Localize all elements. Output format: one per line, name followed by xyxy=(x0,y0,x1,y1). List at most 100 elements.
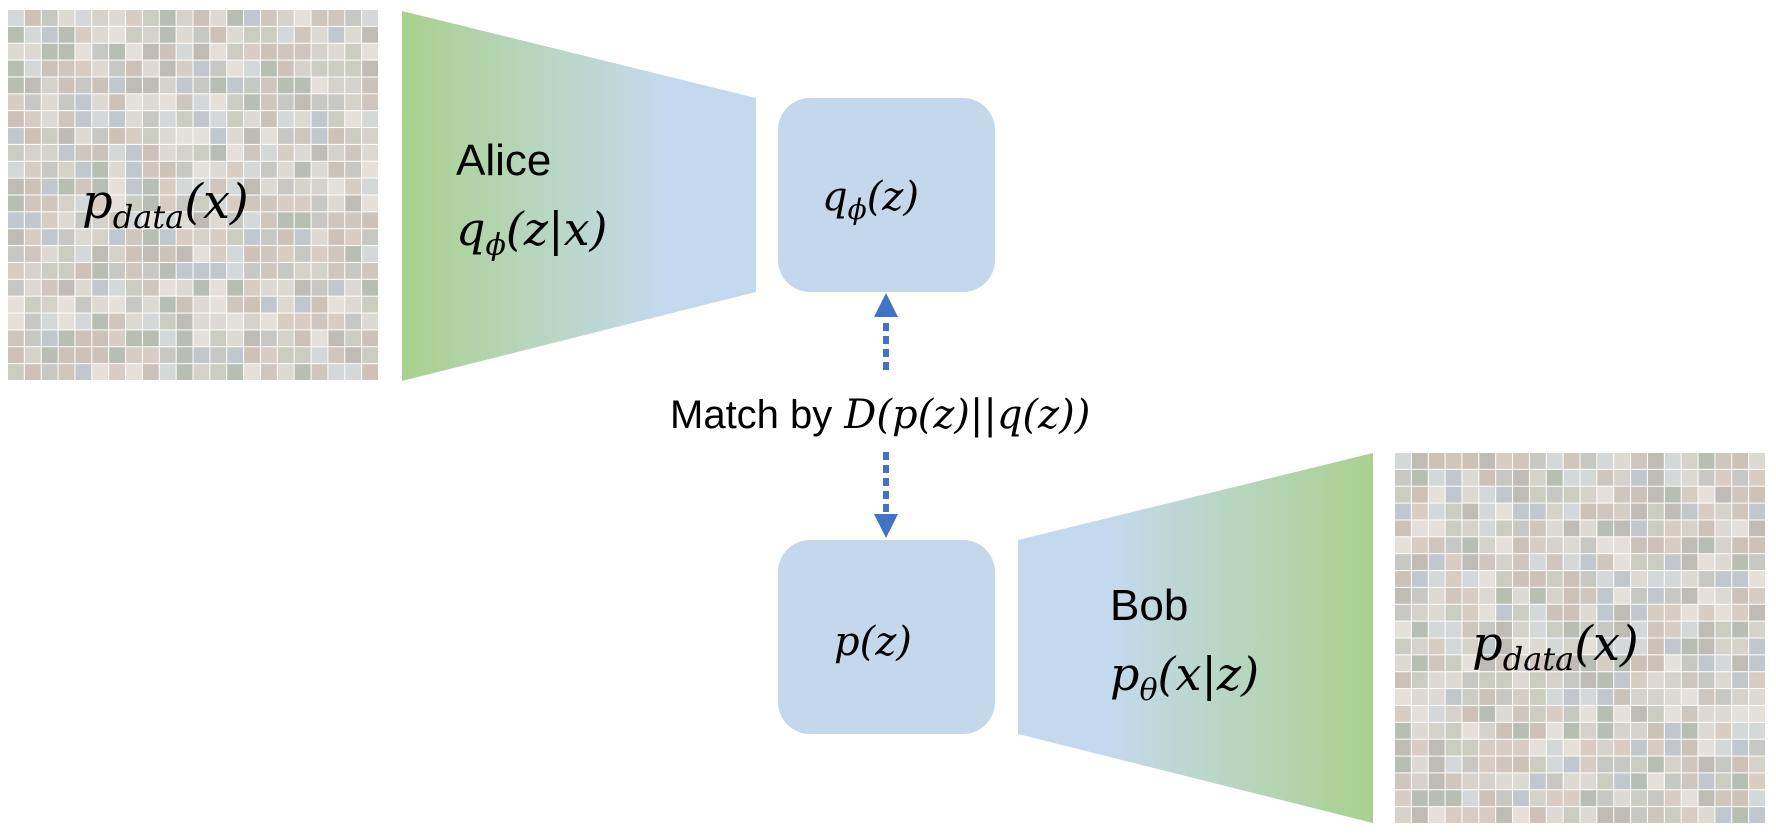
mosaic-tile xyxy=(1462,537,1479,554)
mosaic-tile xyxy=(294,26,311,43)
mosaic-tile xyxy=(1445,790,1462,807)
mosaic-tile xyxy=(176,77,193,94)
mosaic-tile xyxy=(1749,503,1765,520)
mosaic-tile xyxy=(1732,672,1749,689)
mosaic-tile xyxy=(142,128,159,144)
mosaic-tile xyxy=(1479,773,1496,790)
mosaic-tile xyxy=(1732,807,1749,823)
mosaic-tile xyxy=(277,178,294,195)
mosaic-tile xyxy=(1749,537,1765,554)
match-prefix: Match by xyxy=(670,393,832,437)
mosaic-tile xyxy=(311,279,328,296)
mosaic-tile xyxy=(244,296,260,313)
mosaic-tile xyxy=(1732,638,1749,655)
mosaic-tile xyxy=(244,313,260,330)
mosaic-tile xyxy=(1749,621,1765,638)
mosaic-tile xyxy=(1614,554,1631,571)
mosaic-tile xyxy=(41,128,58,144)
mosaic-tile xyxy=(1563,705,1580,722)
mosaic-tile xyxy=(1546,621,1563,638)
mosaic-tile xyxy=(1462,705,1479,722)
mosaic-tile xyxy=(1496,638,1513,655)
mosaic-tile xyxy=(1563,469,1580,486)
mosaic-tile xyxy=(1664,571,1681,587)
mosaic-tile xyxy=(345,364,362,380)
mosaic-tile xyxy=(260,111,277,128)
mosaic-tile xyxy=(1546,722,1563,739)
mosaic-tile xyxy=(1546,689,1563,705)
mosaic-tile xyxy=(58,279,75,296)
mosaic-tile xyxy=(210,296,227,313)
match-expr-arg: (p(z)||q(z)) xyxy=(876,392,1090,438)
mosaic-tile xyxy=(1681,571,1698,587)
mosaic-tile xyxy=(193,94,210,111)
mosaic-tile xyxy=(1597,503,1614,520)
mosaic-tile xyxy=(1698,520,1715,537)
mosaic-tile xyxy=(1496,773,1513,790)
mosaic-tile xyxy=(294,296,311,313)
mosaic-tile xyxy=(1580,453,1597,469)
mosaic-tile xyxy=(1614,773,1631,790)
mosaic-tile xyxy=(294,10,311,26)
mosaic-tile xyxy=(1496,486,1513,503)
mosaic-tile xyxy=(1732,486,1749,503)
mosaic-tile xyxy=(1715,453,1732,469)
mosaic-tile xyxy=(92,161,109,178)
right-image-overlay xyxy=(1395,453,1766,824)
mosaic-tile xyxy=(1479,638,1496,655)
mosaic-tile xyxy=(210,77,227,94)
mosaic-tile xyxy=(1614,672,1631,689)
mosaic-tile xyxy=(41,144,58,161)
mosaic-tile xyxy=(1647,520,1664,537)
mosaic-tile xyxy=(1529,790,1546,807)
mosaic-tile xyxy=(1563,554,1580,571)
mosaic-tile xyxy=(1513,469,1529,486)
mosaic-tile xyxy=(1631,554,1647,571)
mosaic-tile xyxy=(109,178,126,195)
mosaic-tile xyxy=(142,178,159,195)
mosaic-tile xyxy=(1496,571,1513,587)
mosaic-tile xyxy=(142,111,159,128)
mosaic-tile xyxy=(1395,587,1411,604)
mosaic-tile xyxy=(8,262,24,279)
right-image-label-main: p xyxy=(1472,616,1503,672)
mosaic-tile xyxy=(210,347,227,364)
mosaic-tile xyxy=(1597,520,1614,537)
mosaic-tile xyxy=(1445,756,1462,773)
mosaic-tile xyxy=(1749,790,1765,807)
mosaic-tile xyxy=(1529,689,1546,705)
mosaic-tile xyxy=(24,212,41,229)
mosaic-tile xyxy=(1546,705,1563,722)
mosaic-tile xyxy=(1580,807,1597,823)
mosaic-tile xyxy=(58,178,75,195)
mosaic-tile xyxy=(176,26,193,43)
mosaic-tile xyxy=(159,195,176,212)
mosaic-tile xyxy=(1462,773,1479,790)
mosaic-tile xyxy=(126,128,142,144)
mosaic-tile xyxy=(193,26,210,43)
mosaic-tile xyxy=(1647,722,1664,739)
mosaic-tile xyxy=(1631,520,1647,537)
mosaic-tile xyxy=(1732,469,1749,486)
mosaic-tile xyxy=(277,364,294,380)
mosaic-tile xyxy=(8,43,24,60)
mosaic-tile xyxy=(1698,790,1715,807)
mosaic-tile xyxy=(294,195,311,212)
mosaic-tile xyxy=(142,212,159,229)
mosaic-tile xyxy=(1546,469,1563,486)
mosaic-tile xyxy=(1597,756,1614,773)
mosaic-tile xyxy=(75,229,92,246)
mosaic-tile xyxy=(1681,705,1698,722)
mosaic-tile xyxy=(227,246,244,262)
mosaic-tile xyxy=(1496,453,1513,469)
mosaic-tile xyxy=(1614,469,1631,486)
mosaic-tile xyxy=(1395,520,1411,537)
mosaic-tile xyxy=(126,26,142,43)
mosaic-tile xyxy=(176,195,193,212)
mosaic-tile xyxy=(227,262,244,279)
mosaic-tile xyxy=(1496,621,1513,638)
mosaic-tile xyxy=(1715,554,1732,571)
mosaic-tile xyxy=(1513,486,1529,503)
mosaic-tile xyxy=(176,144,193,161)
mosaic-tile xyxy=(1496,739,1513,756)
